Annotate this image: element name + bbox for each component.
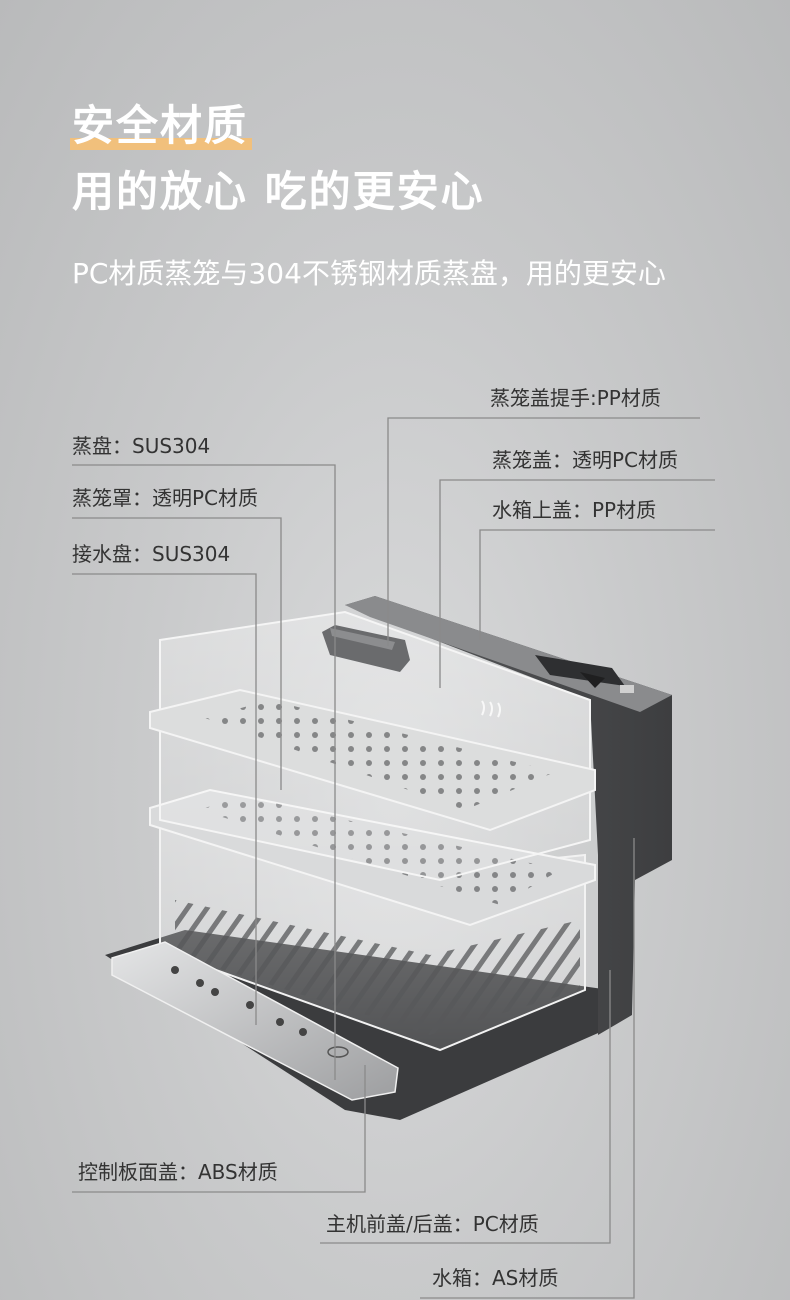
- label-steamer-cover: 蒸笼罩：透明PC材质: [72, 486, 259, 510]
- tag-highlight-bar: [70, 138, 253, 150]
- label-handle: 蒸笼盖提手:PP材质: [490, 386, 661, 410]
- headline-tag: 安全材质: [70, 100, 253, 152]
- label-drip-tray: 接水盘：SUS304: [72, 542, 231, 566]
- label-water-tank: 水箱：AS材质: [432, 1266, 559, 1290]
- leader-lines: [72, 417, 715, 1299]
- water-tank: [345, 596, 672, 1035]
- label-body-covers: 主机前盖/后盖：PC材质: [326, 1212, 539, 1236]
- vent-marks: [481, 700, 501, 718]
- description: PC材质蒸笼与304不锈钢材质蒸盘，用的更安心: [72, 257, 666, 290]
- label-steam-tray: 蒸盘：SUS304: [72, 434, 211, 458]
- label-tank-top-cover: 水箱上盖：PP材质: [492, 498, 657, 522]
- label-steamer-lid: 蒸笼盖：透明PC材质: [492, 448, 679, 472]
- tag-text: 安全材质: [72, 101, 249, 150]
- label-control-panel-cover: 控制板面盖：ABS材质: [78, 1160, 278, 1184]
- upper-tray: [149, 688, 596, 832]
- control-panel: [111, 941, 399, 1101]
- slogan: 用的放心 吃的更安心: [72, 167, 485, 216]
